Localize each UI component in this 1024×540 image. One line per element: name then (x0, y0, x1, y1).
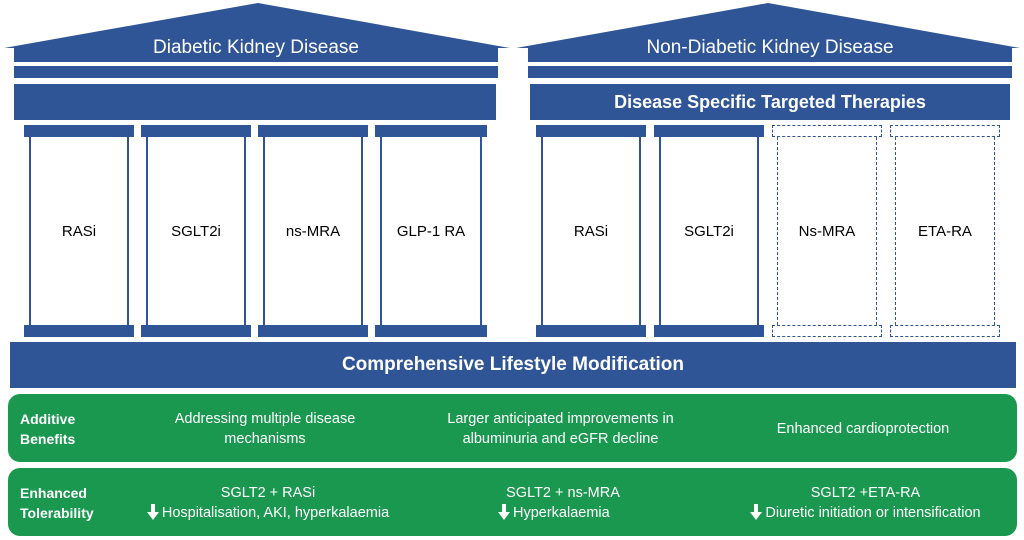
pillar-label: SGLT2i (171, 222, 221, 240)
pillar-cap-top-dashed (772, 125, 882, 137)
benefit-item: Addressing multiple disease mechanisms (174, 411, 356, 447)
pillar-label: RASi (61, 222, 97, 240)
pillar-cap-top (258, 125, 368, 137)
tolerability-item: SGLT2 +ETA-RA Diuretic initiation or int… (723, 483, 1008, 523)
pillar-cap-top (654, 125, 764, 137)
tolerability-item: SGLT2 + ns-MRA Hyperkalaemia (448, 483, 678, 523)
left-roof (4, 3, 510, 78)
pillar-cap-bottom (141, 325, 251, 337)
left-building-title: Diabetic Kidney Disease (153, 37, 359, 58)
pillar-label: ns-MRA (285, 222, 341, 240)
pillar-label: GLP-1 RA (396, 222, 466, 240)
pillar-ns-mra: ns-MRA (263, 137, 363, 325)
pillar-cap-bottom (258, 325, 368, 337)
pillar-cap-bottom-dashed (890, 325, 1000, 337)
pillar-label: Ns-MRA (798, 222, 856, 240)
pillar-label: RASi (573, 222, 609, 240)
down-arrow-icon (146, 504, 159, 520)
tolerability-item: SGLT2 + RASi Hospitalisation, AKI, hyper… (118, 483, 418, 523)
benefit-item: Enhanced cardioprotection (776, 421, 950, 437)
pillar-sglt2i: SGLT2i (146, 137, 246, 325)
pillar-cap-top (536, 125, 646, 137)
pillar-rasi: RASi (29, 137, 129, 325)
right-roof (516, 3, 1020, 78)
additive-benefits-label: Additive Benefits (20, 411, 76, 447)
pillar-cap-top (141, 125, 251, 137)
right-building-title: Non-Diabetic Kidney Disease (646, 37, 894, 58)
pillar-label: ETA-RA (918, 222, 972, 240)
pillar-cap-bottom (536, 325, 646, 337)
banner-label: Disease Specific Targeted Therapies (614, 91, 926, 112)
pillar-glp1-ra: GLP-1 RA (380, 137, 482, 325)
left-banner (14, 84, 496, 120)
pillar-cap-top (24, 125, 134, 137)
benefit-item: Larger anticipated improvements in album… (447, 411, 674, 447)
enhanced-tolerability-panel: Enhanced Tolerability SGLT2 + RASi Hospi… (8, 468, 1017, 536)
pillar-cap-bottom-dashed (772, 325, 882, 337)
additive-benefits-panel: Additive Benefits Addressing multiple di… (8, 394, 1017, 462)
pillar-label: SGLT2i (684, 222, 734, 240)
pillar-rasi: RASi (541, 137, 641, 325)
pillar-cap-top-dashed (890, 125, 1000, 137)
pillar-sglt2i: SGLT2i (659, 137, 759, 325)
lifestyle-foundation: Comprehensive Lifestyle Modification (10, 342, 1016, 388)
foundation-label: Comprehensive Lifestyle Modification (341, 354, 685, 375)
down-arrow-icon (498, 504, 510, 520)
enhanced-tolerability-label: Enhanced Tolerability (20, 485, 94, 521)
pillar-eta-ra-dashed: ETA-RA (895, 137, 995, 325)
down-arrow-icon (750, 504, 763, 520)
pillar-cap-bottom (24, 325, 134, 337)
pillar-cap-bottom (654, 325, 764, 337)
pillar-ns-mra-dashed: Ns-MRA (777, 137, 877, 325)
pillar-cap-bottom (375, 325, 487, 337)
targeted-therapies-banner: Disease Specific Targeted Therapies (530, 84, 1010, 120)
pillar-cap-top (375, 125, 487, 137)
